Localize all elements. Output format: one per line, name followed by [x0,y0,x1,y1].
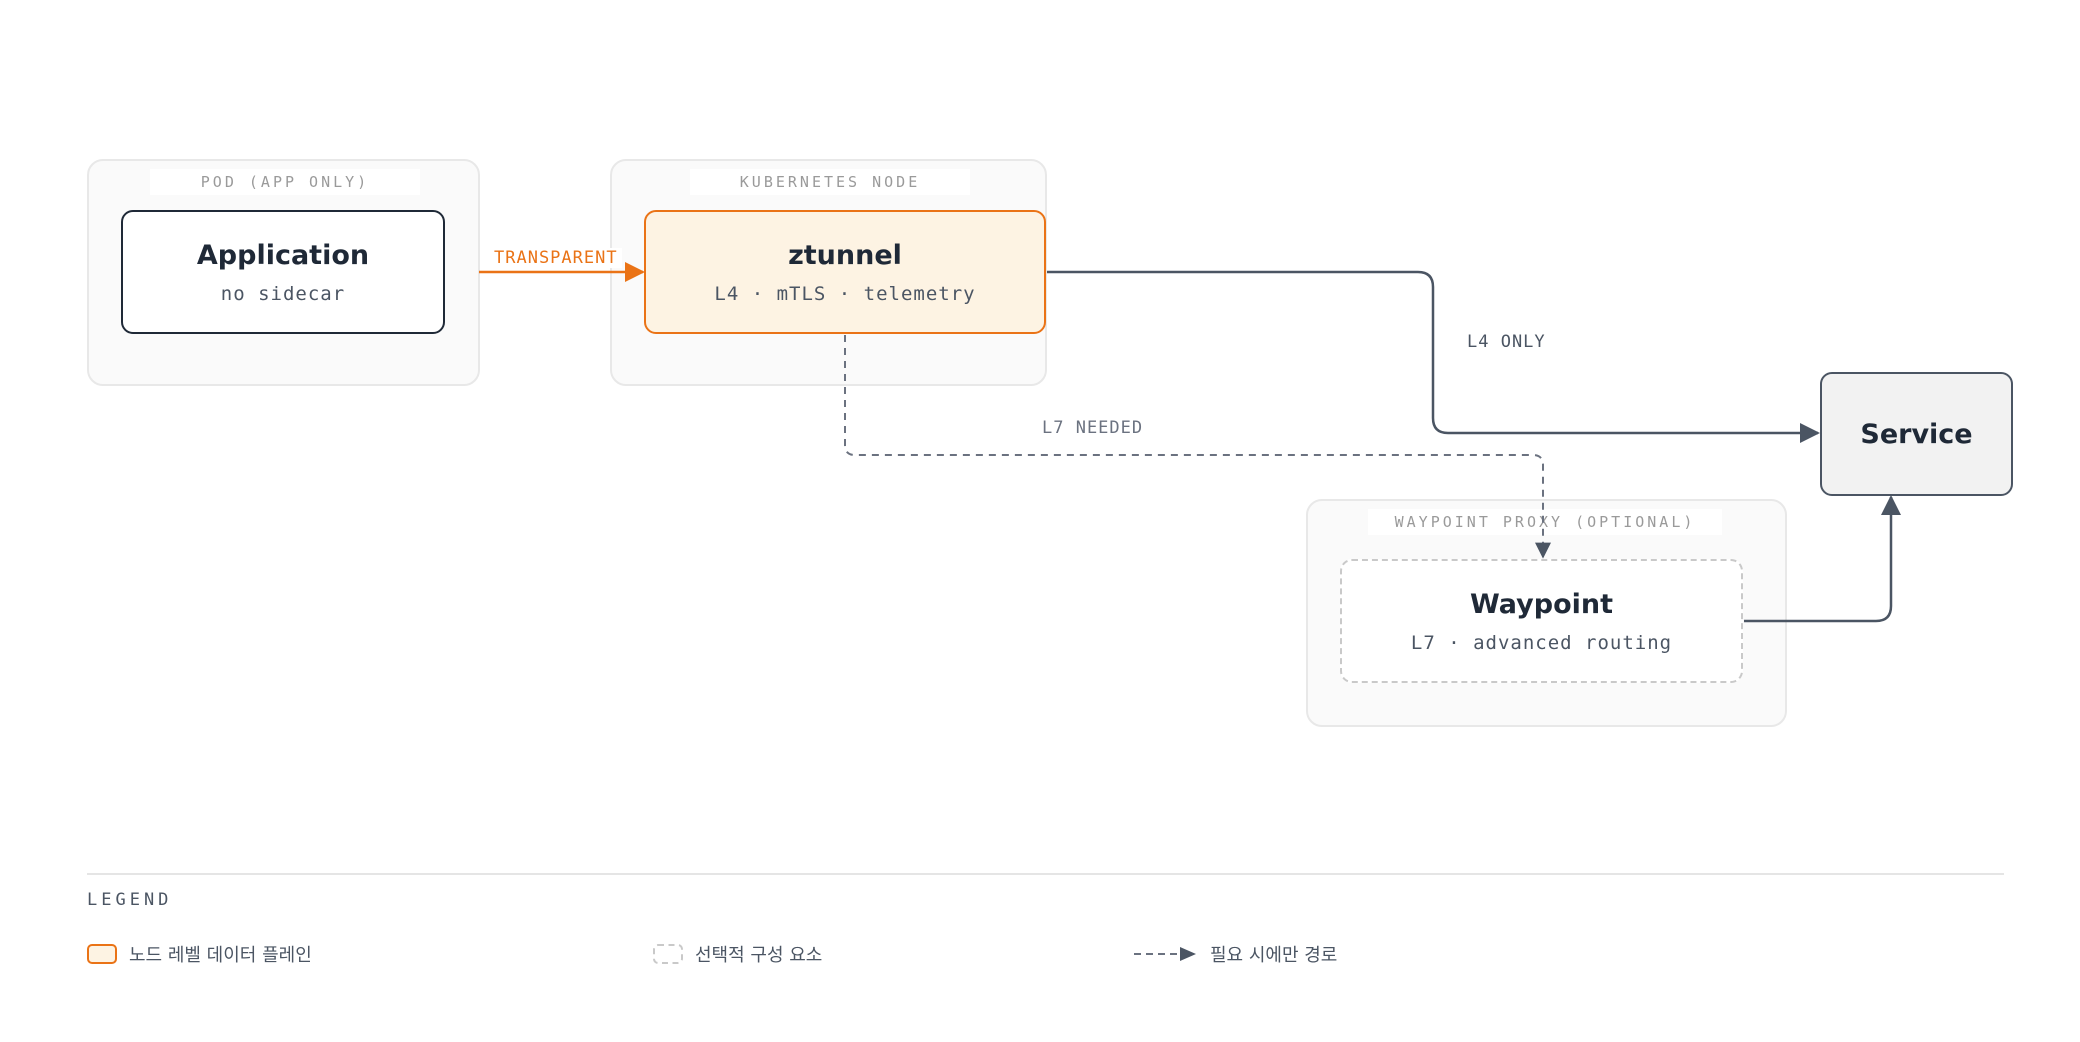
l4-only-edge-label: L4 ONLY [1467,332,1546,352]
ztunnel-node[interactable]: ztunnel L4 · mTLS · telemetry [644,210,1046,334]
legend-item-label: 필요 시에만 경로 [1210,945,1338,966]
service-title: Service [1860,418,1973,450]
edge-waypoint-to-service [1744,495,1901,623]
application-subtitle: no sidecar [220,282,346,305]
ztunnel-subtitle: L4 · mTLS · telemetry [714,282,976,305]
legend-divider [87,873,2004,875]
ztunnel-title: ztunnel [788,239,902,271]
application-node[interactable]: Application no sidecar [121,210,445,334]
legend-item-optional-component: 선택적 구성 요소 [653,940,822,968]
application-title: Application [196,239,370,271]
edge-ztunnel-to-waypoint [844,335,1551,559]
dashed-arrow-icon [1134,947,1196,961]
waypoint-title: Waypoint [1469,588,1614,620]
legend-item-conditional-path: 필요 시에만 경로 [1132,940,1337,968]
service-node[interactable]: Service [1820,372,2013,496]
legend-item-node-data-plane: 노드 레벨 데이터 플레인 [87,940,312,968]
transparent-edge-label: TRANSPARENT [490,248,622,268]
pod-group-label: POD (APP ONLY) [150,169,420,195]
legend-title: LEGEND [87,890,173,910]
legend-item-label: 선택적 구성 요소 [695,945,823,966]
waypoint-subtitle: L7 · advanced routing [1410,631,1673,654]
kubernetes-node-group-label: KUBERNETES NODE [690,169,970,195]
waypoint-proxy-group-label: WAYPOINT PROXY (OPTIONAL) [1368,509,1722,535]
waypoint-node[interactable]: Waypoint L7 · advanced routing [1340,559,1743,683]
edge-ztunnel-to-service [1047,270,1820,443]
l7-needed-edge-label: L7 NEEDED [1042,418,1144,438]
legend-item-label: 노드 레벨 데이터 플레인 [129,945,312,966]
orange-box-swatch-icon [87,944,117,964]
dashed-box-swatch-icon [653,944,683,964]
